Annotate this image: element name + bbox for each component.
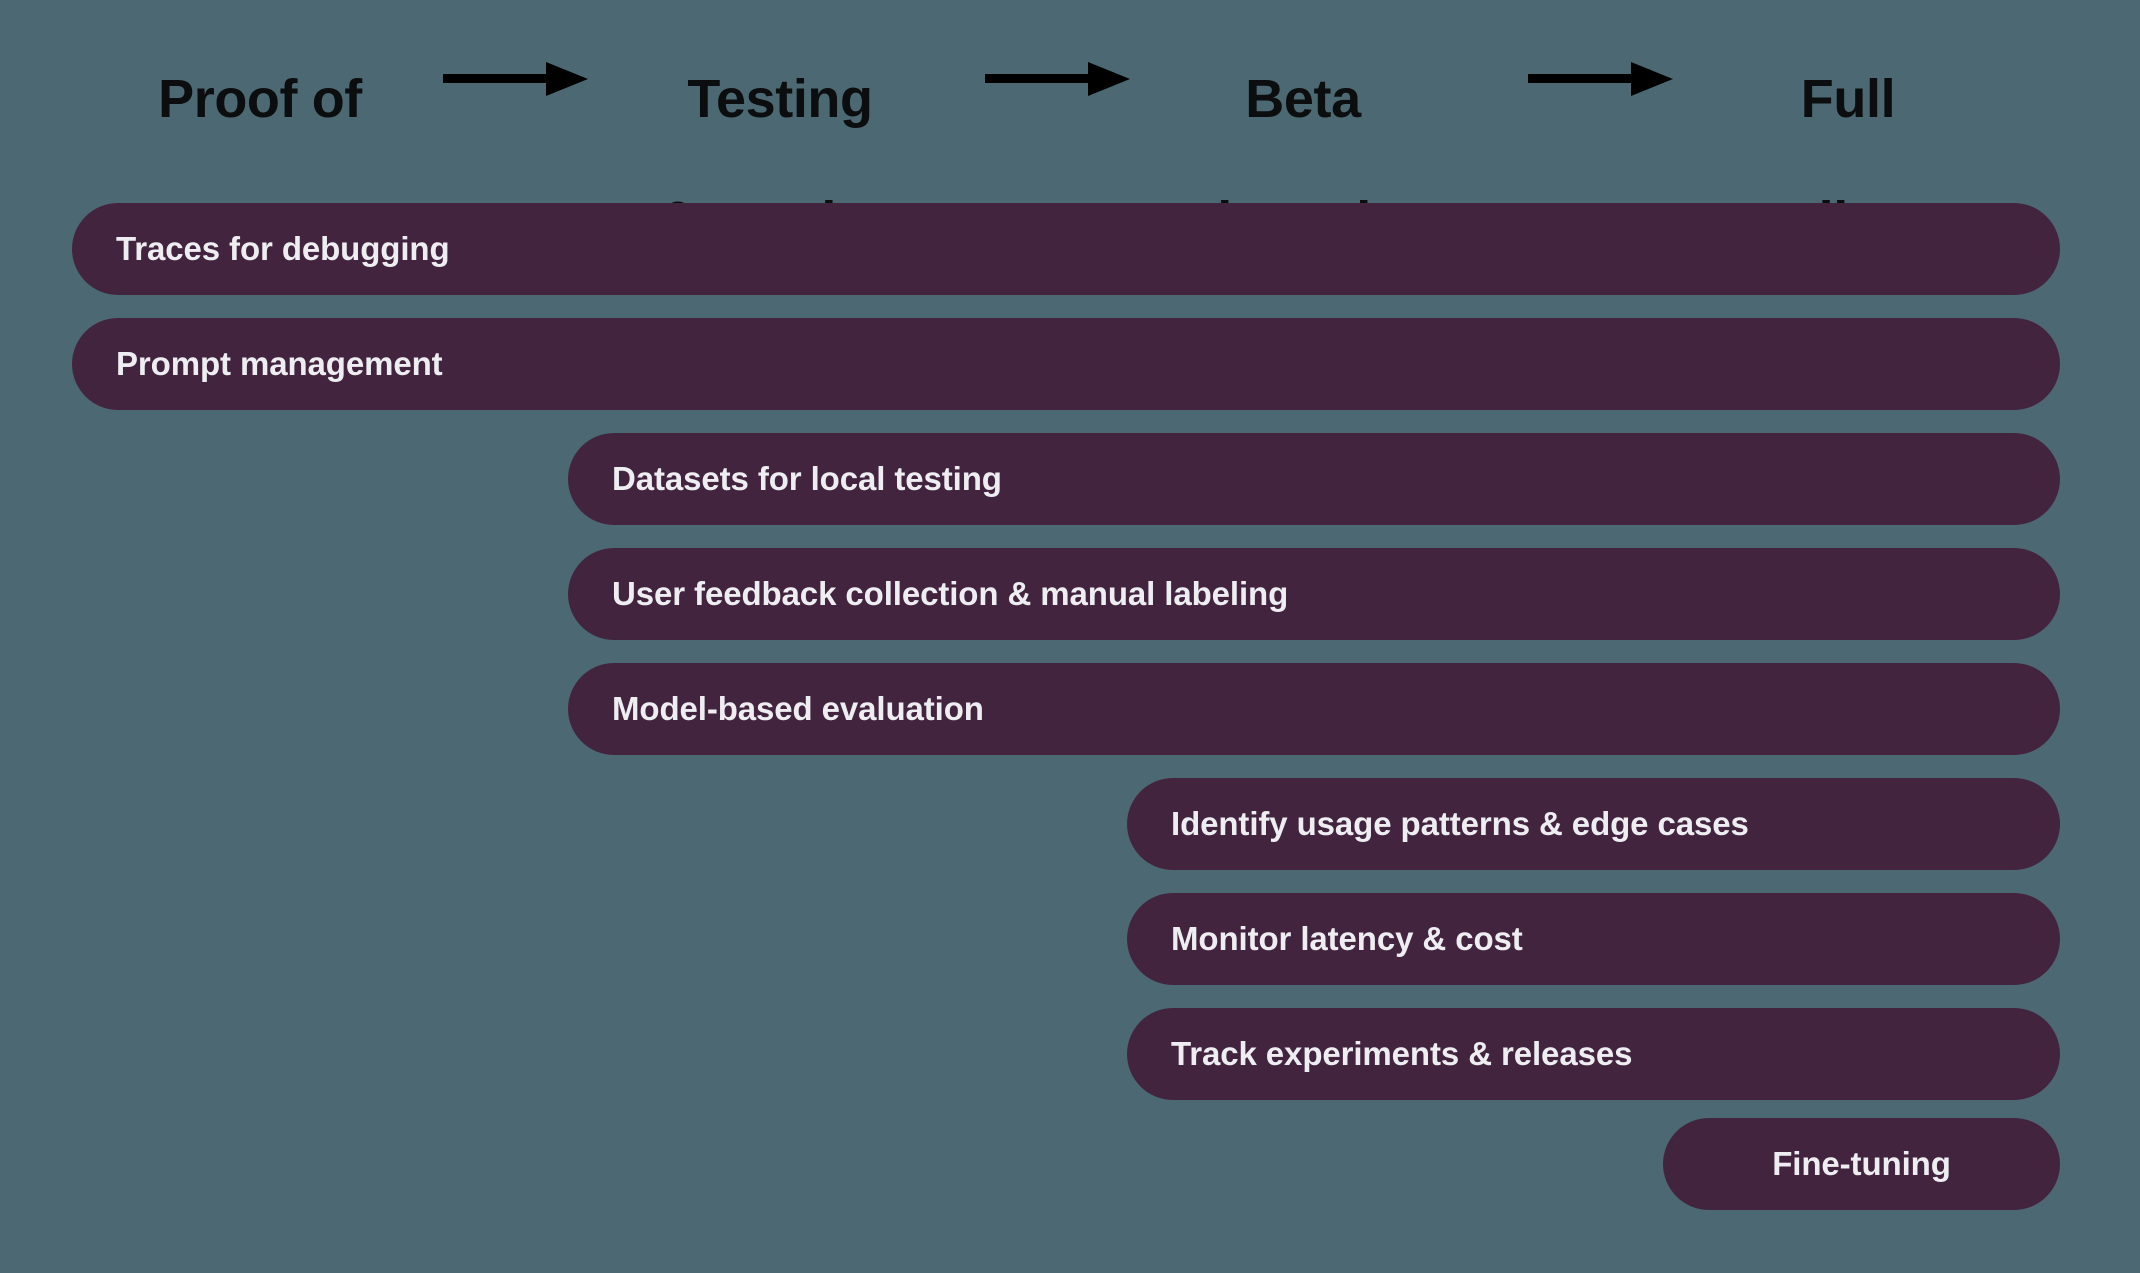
bar-track-experiments-and-releases[interactable]: Track experiments & releases — [1127, 1008, 2060, 1100]
stage-line-1: Proof of — [158, 69, 362, 130]
bar-user-feedback-collection-and-manual-labeling[interactable]: User feedback collection & manual labeli… — [568, 548, 2060, 640]
bar-prompt-management[interactable]: Prompt management — [72, 318, 2060, 410]
arrow-beta-to-rollout-icon — [1528, 62, 1673, 96]
bar-label: User feedback collection & manual labeli… — [612, 575, 1289, 612]
bar-datasets-for-local-testing[interactable]: Datasets for local testing — [568, 433, 2060, 525]
arrow-poc-to-testing-icon — [443, 62, 588, 96]
stage-line-1: Testing — [687, 69, 873, 130]
bar-identify-usage-patterns-and-edge-cases[interactable]: Identify usage patterns & edge cases — [1127, 778, 2060, 870]
stage-line-1: Beta — [1245, 69, 1361, 130]
bar-fine-tuning[interactable]: Fine-tuning — [1663, 1118, 2060, 1210]
bar-label: Track experiments & releases — [1171, 1035, 1633, 1072]
bar-label: Monitor latency & cost — [1171, 920, 1523, 957]
bar-label: Identify usage patterns & edge cases — [1171, 805, 1749, 842]
bar-model-based-evaluation[interactable]: Model-based evaluation — [568, 663, 2060, 755]
bar-label: Datasets for local testing — [612, 460, 1002, 497]
arrow-testing-to-beta-icon — [985, 62, 1130, 96]
bar-traces-for-debugging[interactable]: Traces for debugging — [72, 203, 2060, 295]
bar-monitor-latency-and-cost[interactable]: Monitor latency & cost — [1127, 893, 2060, 985]
bar-label: Model-based evaluation — [612, 690, 984, 727]
bar-label: Prompt management — [116, 345, 443, 382]
stage-line-1: Full — [1800, 69, 1896, 130]
bar-label: Traces for debugging — [116, 230, 450, 267]
bar-label: Fine-tuning — [1772, 1145, 1951, 1182]
